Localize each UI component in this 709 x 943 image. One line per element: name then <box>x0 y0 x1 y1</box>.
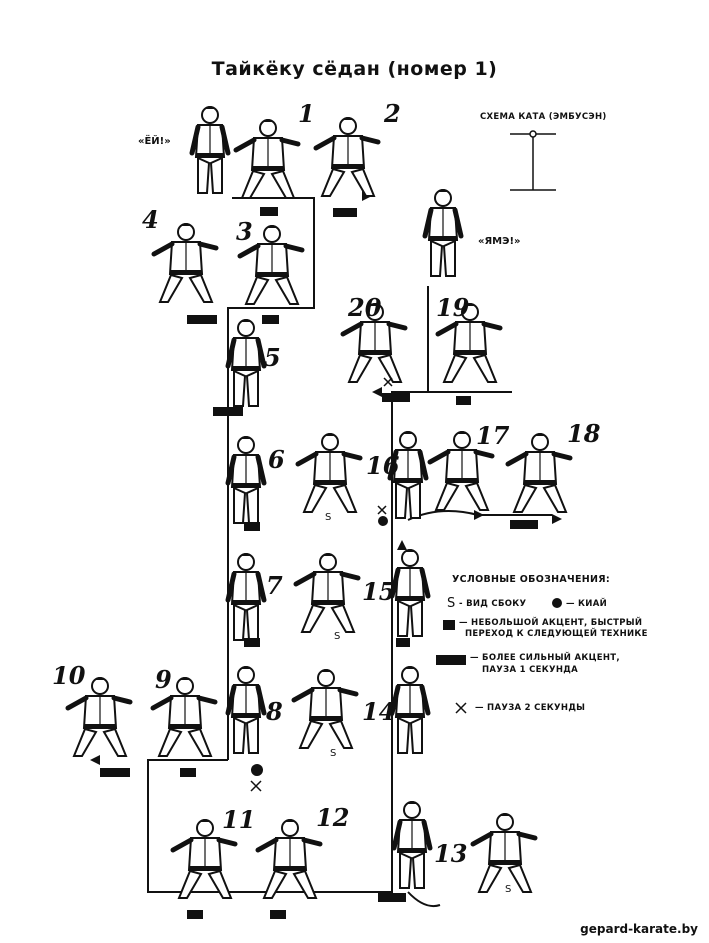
step-number: 20 <box>348 293 382 322</box>
step-number: 3 <box>236 217 253 246</box>
step-number: 9 <box>155 665 172 694</box>
step-number: 1 <box>298 99 315 128</box>
step-number: 5 <box>264 343 281 372</box>
accent-bar-small <box>180 768 196 777</box>
step-number: 11 <box>222 805 256 834</box>
step-number: 14 <box>362 697 396 726</box>
accent-bar-small <box>244 638 260 647</box>
legend-strong-accent-1: — БОЛЕЕ СИЛЬНЫЙ АКЦЕНТ, <box>470 653 620 663</box>
legend-small-bar-icon <box>443 620 455 630</box>
accent-bar-strong <box>333 208 357 217</box>
legend-side-symbol: S <box>447 596 456 611</box>
page-title: Тайкёку сёдан (номер 1) <box>211 58 498 80</box>
command-start: «ЁЙ!» <box>138 136 171 147</box>
side-view-mark: S <box>334 631 341 642</box>
step-number: 19 <box>436 293 470 322</box>
side-view-mark: S <box>505 884 512 895</box>
accent-bar-strong <box>213 407 243 416</box>
legend-side-view: - ВИД СБОКУ <box>459 599 527 609</box>
step-number: 2 <box>384 99 401 128</box>
scheme-icon <box>510 130 556 191</box>
legend-kiai: — КИАЙ <box>566 599 608 609</box>
accent-bar-small <box>260 207 278 216</box>
command-end: «ЯМЭ!» <box>478 236 521 247</box>
watermark: gepard-karate.by <box>577 921 701 937</box>
legend-strong-bar-icon <box>436 655 466 665</box>
side-view-mark: S <box>330 748 337 759</box>
accent-bar-small <box>270 910 286 919</box>
step-number: 7 <box>266 571 283 600</box>
accent-bar-strong <box>100 768 130 777</box>
accent-bar-strong <box>187 315 217 324</box>
legend-pause: — ПАУЗА 2 СЕКУНДЫ <box>475 703 586 713</box>
side-view-mark: S <box>325 512 332 523</box>
legend-strong-accent-2: ПАУЗА 1 СЕКУНДА <box>482 665 579 675</box>
step-number: 16 <box>366 451 400 480</box>
step-number: 15 <box>362 577 396 606</box>
step-number: 8 <box>266 697 283 726</box>
step-number: 6 <box>268 445 285 474</box>
step-number: 10 <box>52 661 86 690</box>
scheme-label: СХЕМА КАТА (ЭМБУСЭН) <box>480 112 607 122</box>
legend-small-accent-2: ПЕРЕХОД К СЛЕДУЮЩЕЙ ТЕХНИКЕ <box>465 629 648 639</box>
step-number: 18 <box>567 419 601 448</box>
step-number: 4 <box>142 205 159 234</box>
legend-small-accent-1: — НЕБОЛЬШОЙ АКЦЕНТ, БЫСТРЫЙ <box>459 618 643 628</box>
accent-bar-small <box>456 396 471 405</box>
step-number: 12 <box>316 803 350 832</box>
accent-bar-small <box>262 315 279 324</box>
accent-bar-small <box>187 910 203 919</box>
accent-bar-small <box>244 522 260 531</box>
accent-bar-strong <box>378 893 406 902</box>
legend-heading: УСЛОВНЫЕ ОБОЗНАЧЕНИЯ: <box>452 574 611 585</box>
accent-bar-strong <box>382 393 410 402</box>
step-number: 13 <box>434 839 468 868</box>
accent-bar-small <box>396 638 410 647</box>
step-number: 17 <box>476 421 510 450</box>
accent-bar-strong <box>510 520 538 529</box>
